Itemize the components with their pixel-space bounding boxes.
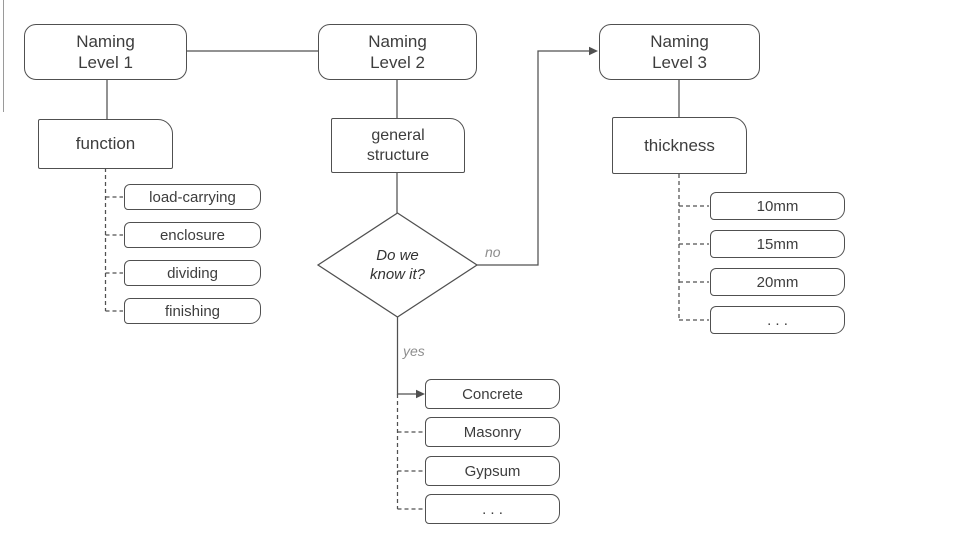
connector-thickness-leaves [678, 174, 709, 321]
leaf-materials-more: . . . [425, 494, 560, 524]
leaf-concrete: Concrete [425, 379, 560, 409]
node-naming-level-2: Naming Level 2 [318, 24, 477, 80]
leaf-finishing: finishing [124, 298, 261, 324]
leaf-gypsum: Gypsum [425, 456, 560, 486]
decision-label: Do we know it? [337, 244, 458, 286]
node-function: function [38, 119, 173, 169]
node-label-line: Naming [76, 32, 135, 51]
leaf-dividing: dividing [124, 260, 261, 286]
connector-decision-materials [396, 394, 424, 510]
leaf-masonry: Masonry [425, 417, 560, 447]
leaf-20mm: 20mm [710, 268, 845, 296]
node-general-structure: general structure [331, 118, 465, 173]
leaf-label: load-carrying [149, 188, 236, 206]
node-label-line: function [75, 134, 136, 153]
connector-function-leaves [104, 168, 123, 312]
leaf-label: 15mm [756, 235, 799, 253]
leaf-load-carrying: load-carrying [124, 184, 261, 210]
yes-branch-label: yes [403, 343, 425, 359]
leaf-label: Masonry [463, 423, 522, 441]
node-label-line: Level 1 [78, 53, 133, 72]
no-branch-path [477, 50, 591, 266]
node-label-line: structure [366, 146, 430, 164]
node-label-line: Level 3 [652, 53, 707, 72]
arrow-head-no [589, 46, 598, 56]
leaf-label: . . . [767, 311, 788, 329]
leaf-10mm: 10mm [710, 192, 845, 220]
node-thickness: thickness [612, 117, 747, 174]
leaf-15mm: 15mm [710, 230, 845, 258]
node-label-line: Naming [650, 32, 709, 51]
decision-label-line: know it? [369, 266, 426, 283]
node-label-line: Naming [368, 32, 427, 51]
node-naming-level-3: Naming Level 3 [599, 24, 760, 80]
leaf-thickness-more: . . . [710, 306, 845, 334]
leaf-label: enclosure [159, 226, 226, 244]
leaf-enclosure: enclosure [124, 222, 261, 248]
node-naming-level-1: Naming Level 1 [24, 24, 187, 80]
node-label-line: thickness [644, 135, 715, 155]
leaf-label: Gypsum [464, 462, 521, 480]
leaf-label: 10mm [756, 197, 799, 215]
leaf-label: Concrete [462, 385, 523, 403]
decision-label-line: Do we [376, 247, 419, 264]
node-label-line: general [371, 126, 425, 144]
node-label-line: Level 2 [370, 53, 425, 72]
leaf-label: finishing [164, 302, 221, 320]
no-branch-label: no [485, 244, 501, 260]
arrow-head-yes [416, 389, 425, 399]
leaf-label: dividing [167, 264, 218, 282]
leaf-label: 20mm [756, 273, 799, 291]
leaf-label: . . . [482, 500, 503, 518]
